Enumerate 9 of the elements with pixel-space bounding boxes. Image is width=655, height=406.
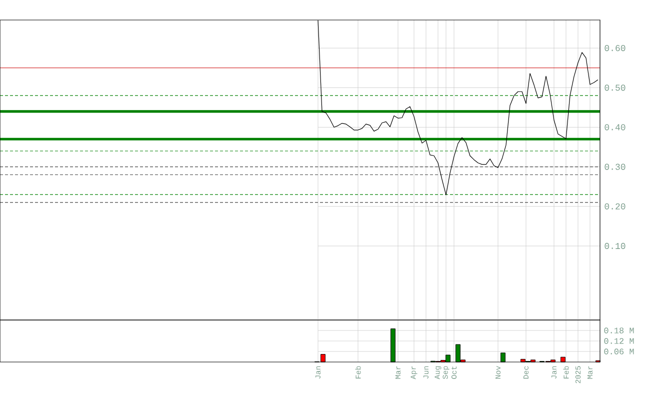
tick-label: 0.10 bbox=[604, 242, 626, 250]
tick-label: 0.40 bbox=[604, 124, 626, 130]
tick-label: 0.60 bbox=[604, 45, 626, 52]
tick-label: 0.30 bbox=[604, 164, 626, 170]
tick-label: 0.06 M bbox=[604, 348, 634, 354]
tick-label: 0.18 M bbox=[604, 328, 634, 334]
tick-label: 0.50 bbox=[604, 84, 626, 91]
tick-label: 0.12 M bbox=[604, 338, 634, 344]
tick-label: 0.20 bbox=[604, 203, 626, 210]
